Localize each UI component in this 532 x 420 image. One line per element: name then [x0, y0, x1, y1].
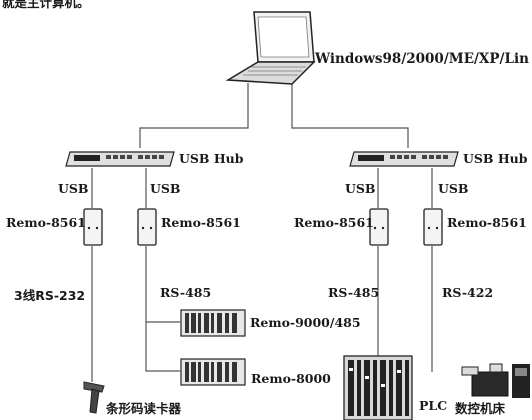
plc-cabinet-icon	[343, 355, 413, 420]
usb-hub-right-icon	[349, 151, 459, 167]
hub-left-label: USB Hub	[179, 151, 244, 166]
line-laptop-right-hub	[291, 83, 409, 148]
usb-link-2: USB	[150, 181, 181, 196]
remo9000-label: Remo-9000/485	[250, 315, 361, 330]
usb-hub-left-icon	[65, 151, 175, 167]
barcode-reader-icon	[83, 381, 105, 414]
laptop-icon	[225, 11, 316, 85]
line-conv2-remo9000	[145, 246, 180, 323]
converter-2-label: Remo-8561	[161, 215, 241, 230]
cnc-label: 数控机床	[455, 401, 506, 416]
connection-lines	[91, 83, 433, 382]
bus-1-label: 3线RS-232	[14, 288, 86, 303]
cnc-machine-icon	[461, 363, 530, 398]
line-conv2-remo8000	[145, 322, 180, 372]
bus-4-label: RS-422	[442, 285, 494, 300]
converter-3-icon	[369, 208, 389, 246]
remo9000-rack-icon	[180, 309, 246, 337]
converter-4-label: Remo-8561	[447, 215, 527, 230]
header-partial-text: 就是主计算机。	[2, 0, 90, 10]
converter-2-icon	[137, 208, 157, 246]
converter-3-label: Remo-8561	[294, 215, 374, 230]
converter-1-label: Remo-8561	[6, 215, 86, 230]
converter-1-icon	[83, 208, 103, 246]
line-laptop-left-hub	[139, 83, 249, 148]
converter-4-icon	[423, 208, 443, 246]
hub-right-label: USB Hub	[463, 151, 528, 166]
remo8000-label: Remo-8000	[251, 371, 331, 386]
plc-label: PLC	[419, 398, 448, 413]
bus-2-label: RS-485	[160, 285, 212, 300]
barcode-label: 条形码读卡器	[106, 401, 182, 416]
usb-link-3: USB	[345, 181, 376, 196]
remo8000-rack-icon	[180, 358, 246, 386]
bus-3-label: RS-485	[328, 285, 380, 300]
usb-link-1: USB	[58, 181, 89, 196]
usb-link-4: USB	[438, 181, 469, 196]
os-label: Windows98/2000/ME/XP/Lin	[315, 51, 529, 67]
